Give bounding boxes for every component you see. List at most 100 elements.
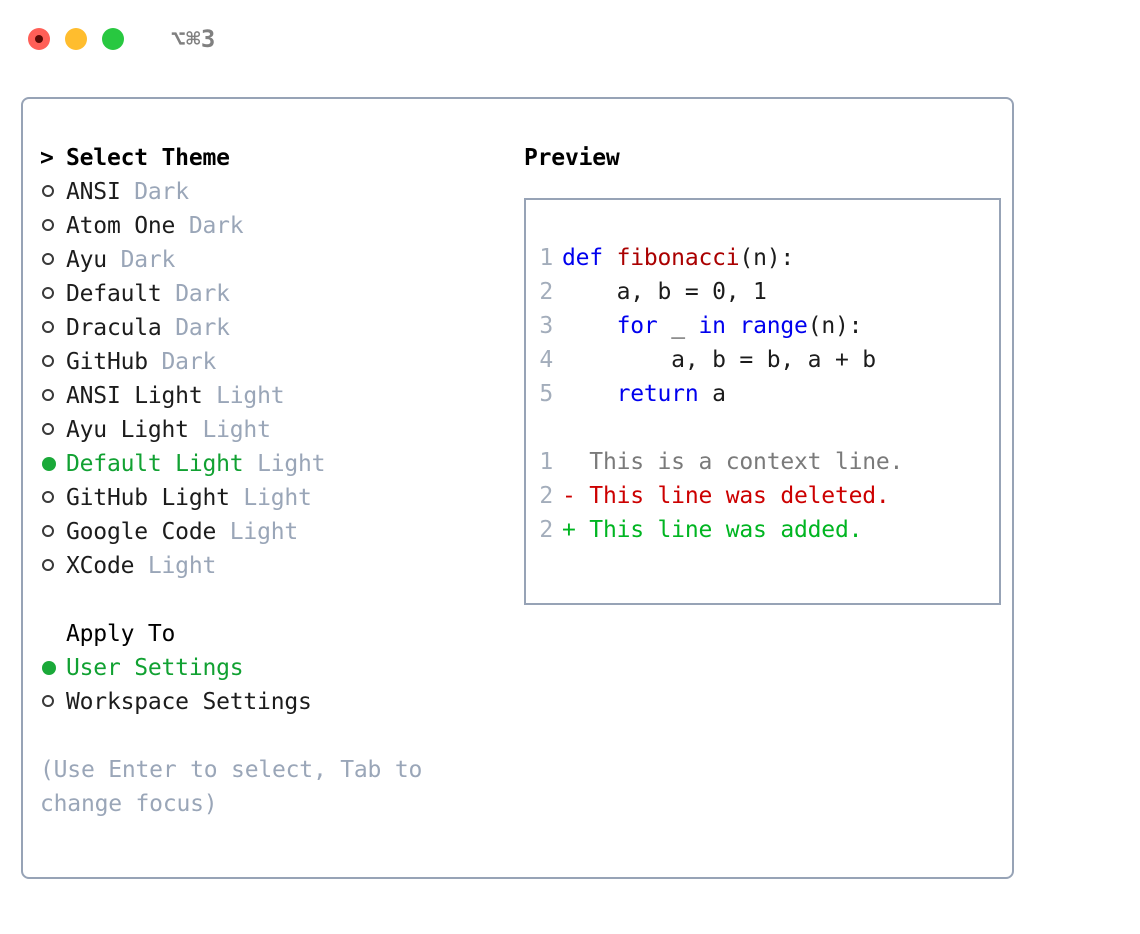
line-number: 2	[539, 483, 553, 509]
theme-variant-badge: Light	[147, 553, 217, 579]
theme-variant-badge: Dark	[134, 179, 189, 205]
theme-name: ANSI Light	[66, 383, 217, 409]
diff-line: 2 + This line was added.	[526, 517, 999, 551]
minimize-button[interactable]	[65, 28, 87, 50]
code-token: for	[616, 313, 658, 339]
line-number: 1	[539, 449, 553, 475]
theme-variant-badge: Light	[229, 519, 299, 545]
code-token: def	[562, 245, 617, 271]
preview-heading: Preview	[524, 145, 620, 171]
theme-name: Ayu Light	[66, 417, 203, 443]
line-number: 2	[539, 517, 553, 543]
theme-variant-badge: Light	[257, 451, 326, 477]
theme-variant-badge: Light	[216, 383, 285, 409]
code-token: fibonacci	[616, 245, 740, 271]
code-token: return	[616, 381, 699, 407]
code-line: 3 for _ in range(n):	[526, 313, 999, 347]
code-line: 4 a, b = b, a + b	[526, 347, 999, 381]
apply-to-label: Workspace Settings	[66, 689, 312, 715]
diff-line: 2 - This line was deleted.	[526, 483, 999, 517]
theme-name: Dracula	[66, 315, 176, 341]
code-token: a, b = 0, 1	[562, 279, 767, 305]
line-number: 5	[539, 381, 553, 407]
caret-icon: >	[40, 145, 54, 171]
window-title: ⌥⌘3	[171, 25, 216, 53]
line-number: 2	[539, 279, 553, 305]
code-token: a, b = b, a + b	[562, 347, 876, 373]
code-token: a	[698, 381, 726, 407]
theme-list-item[interactable]: Atom One Dark	[40, 209, 505, 243]
theme-variant-badge: Light	[202, 417, 271, 443]
theme-list-item[interactable]: ANSI Light Light	[40, 379, 505, 413]
code-line-text: for _ in range(n):	[562, 313, 863, 339]
keyboard-hint: (Use Enter to select, Tab to change focu…	[40, 757, 423, 817]
theme-variant-badge: Dark	[120, 247, 176, 273]
apply-to-item[interactable]: Workspace Settings	[40, 685, 505, 719]
theme-variant-badge: Dark	[175, 281, 230, 307]
theme-name: ANSI	[66, 179, 135, 205]
theme-list-item[interactable]: Ayu Light Light	[40, 413, 505, 447]
line-number: 3	[539, 313, 553, 339]
list-spacer	[40, 583, 505, 617]
apply-to-item[interactable]: User Settings	[40, 651, 505, 685]
theme-name: Atom One	[66, 213, 189, 239]
diff-line-text: - This line was deleted.	[562, 483, 890, 509]
theme-list-item[interactable]: GitHub Dark	[40, 345, 505, 379]
code-token: in range	[698, 313, 808, 339]
diff-line-text: + This line was added.	[562, 517, 863, 543]
apply-to-label: User Settings	[66, 655, 244, 681]
select-theme-heading-label: Select Theme	[66, 145, 230, 171]
theme-variant-badge: Light	[243, 485, 312, 511]
code-line: 2 a, b = 0, 1	[526, 279, 999, 313]
diff-sample: 1 This is a context line.2- This line wa…	[526, 449, 999, 551]
theme-name: Default Light	[66, 451, 258, 477]
theme-variant-badge: Dark	[161, 349, 217, 375]
code-token	[562, 313, 617, 339]
theme-name: GitHub Light	[66, 485, 244, 511]
code-line: 1 def fibonacci(n):	[526, 245, 999, 279]
theme-name: Google Code	[66, 519, 230, 545]
window-controls	[28, 28, 124, 50]
theme-list-item[interactable]: Default Light Light	[40, 447, 505, 481]
line-number: 1	[539, 245, 553, 271]
theme-list-item[interactable]: ANSI Dark	[40, 175, 505, 209]
theme-variant-badge: Dark	[175, 315, 230, 341]
theme-list-item[interactable]: Dracula Dark	[40, 311, 505, 345]
theme-list-item[interactable]: Google Code Light	[40, 515, 505, 549]
code-token: (n):	[807, 313, 863, 339]
theme-variant-badge: Dark	[188, 213, 244, 239]
maximize-button[interactable]	[102, 28, 124, 50]
line-number: 4	[539, 347, 553, 373]
theme-name: XCode	[66, 553, 148, 579]
title-bar: ⌥⌘3	[0, 0, 1140, 78]
select-theme-heading: > Select Theme	[40, 141, 505, 175]
code-token: _	[657, 313, 699, 339]
code-line-text: a, b = 0, 1	[562, 279, 767, 305]
code-token	[562, 381, 617, 407]
code-diff-separator	[526, 415, 999, 449]
theme-name: GitHub	[66, 349, 162, 375]
apply-to-heading: Apply To	[66, 621, 176, 647]
code-line-text: def fibonacci(n):	[562, 245, 794, 271]
diff-line: 1 This is a context line.	[526, 449, 999, 483]
theme-name: Default	[66, 281, 176, 307]
close-button[interactable]	[28, 28, 50, 50]
code-token: (n):	[739, 245, 795, 271]
theme-list-item[interactable]: Default Dark	[40, 277, 505, 311]
theme-list-item[interactable]: Ayu Dark	[40, 243, 505, 277]
theme-name: Ayu	[66, 247, 121, 273]
code-line-text: a, b = b, a + b	[562, 347, 876, 373]
theme-list-item[interactable]: XCode Light	[40, 549, 505, 583]
code-line: 5 return a	[526, 381, 999, 415]
theme-list-item[interactable]: GitHub Light Light	[40, 481, 505, 515]
code-line-text: return a	[562, 381, 726, 407]
